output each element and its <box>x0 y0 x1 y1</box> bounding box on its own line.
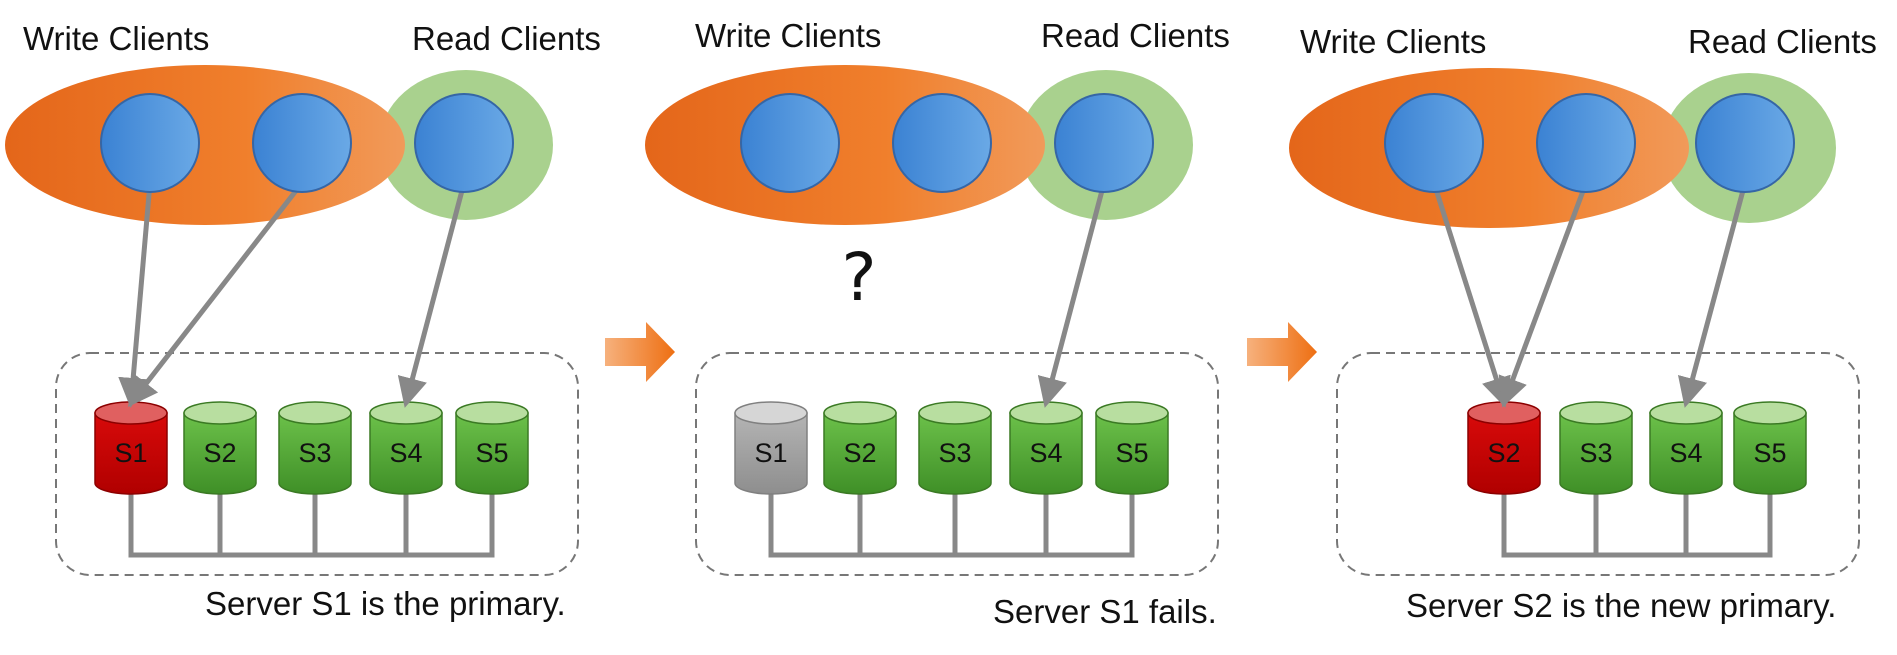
read-client-node <box>1054 93 1154 193</box>
write-clients-label: Write Clients <box>1300 23 1486 60</box>
server-label: S2 <box>203 438 236 468</box>
server-s2-secondary: S2 <box>823 401 897 495</box>
server-s5-secondary: S5 <box>1095 401 1169 495</box>
write-request-arrow <box>127 181 304 407</box>
write-request-arrow <box>1431 182 1511 408</box>
server-label: S5 <box>1753 438 1786 468</box>
server-label: S5 <box>475 438 508 468</box>
server-group-box <box>695 352 1219 576</box>
server-label: S5 <box>1115 438 1148 468</box>
write-request-arrow <box>118 182 153 408</box>
server-label: S2 <box>843 438 876 468</box>
read-request-arrow <box>397 182 467 408</box>
server-s3-secondary: S3 <box>278 401 352 495</box>
server-label: S3 <box>938 438 971 468</box>
server-label: S4 <box>389 438 422 468</box>
server-label: S4 <box>1029 438 1062 468</box>
write-client-node <box>892 93 992 193</box>
server-s5-secondary: S5 <box>1733 401 1807 495</box>
server-s2-primary: S2 <box>1467 401 1541 495</box>
read-clients-label: Read Clients <box>1041 17 1230 54</box>
write-request-arrow <box>1498 182 1589 408</box>
server-label: S3 <box>298 438 331 468</box>
panel-caption: Server S2 is the new primary. <box>1406 587 1836 624</box>
server-s4-secondary: S4 <box>369 401 443 495</box>
server-label: S1 <box>754 438 787 468</box>
server-s1-primary: S1 <box>94 401 168 495</box>
panel-caption: Server S1 is the primary. <box>205 585 566 622</box>
unknown-primary-mark: ? <box>841 239 876 316</box>
write-client-node <box>740 93 840 193</box>
stage-arrow-2 <box>1247 322 1317 382</box>
server-label: S2 <box>1487 438 1520 468</box>
server-s4-secondary: S4 <box>1649 401 1723 495</box>
server-group-box <box>55 352 579 576</box>
server-s1-failed: S1 <box>734 401 808 495</box>
read-request-arrow <box>1677 182 1748 408</box>
stage-arrow-1 <box>605 322 675 382</box>
write-clients-label: Write Clients <box>695 17 881 54</box>
server-s3-secondary: S3 <box>1559 401 1633 495</box>
panel-caption: Server S1 fails. <box>993 593 1217 630</box>
read-client-node <box>414 93 514 193</box>
server-s3-secondary: S3 <box>918 401 992 495</box>
server-s4-secondary: S4 <box>1009 401 1083 495</box>
read-request-arrow <box>1037 182 1107 408</box>
write-client-node <box>100 93 200 193</box>
read-clients-label: Read Clients <box>1688 23 1877 60</box>
server-label: S3 <box>1579 438 1612 468</box>
server-group-box <box>1336 352 1860 576</box>
read-clients-label: Read Clients <box>412 20 601 57</box>
server-s5-secondary: S5 <box>455 401 529 495</box>
write-client-node <box>252 93 352 193</box>
write-clients-label: Write Clients <box>23 20 209 57</box>
server-s2-secondary: S2 <box>183 401 257 495</box>
read-client-node <box>1695 93 1795 193</box>
write-client-node <box>1384 93 1484 193</box>
server-label: S1 <box>114 438 147 468</box>
server-label: S4 <box>1669 438 1702 468</box>
write-client-node <box>1536 93 1636 193</box>
